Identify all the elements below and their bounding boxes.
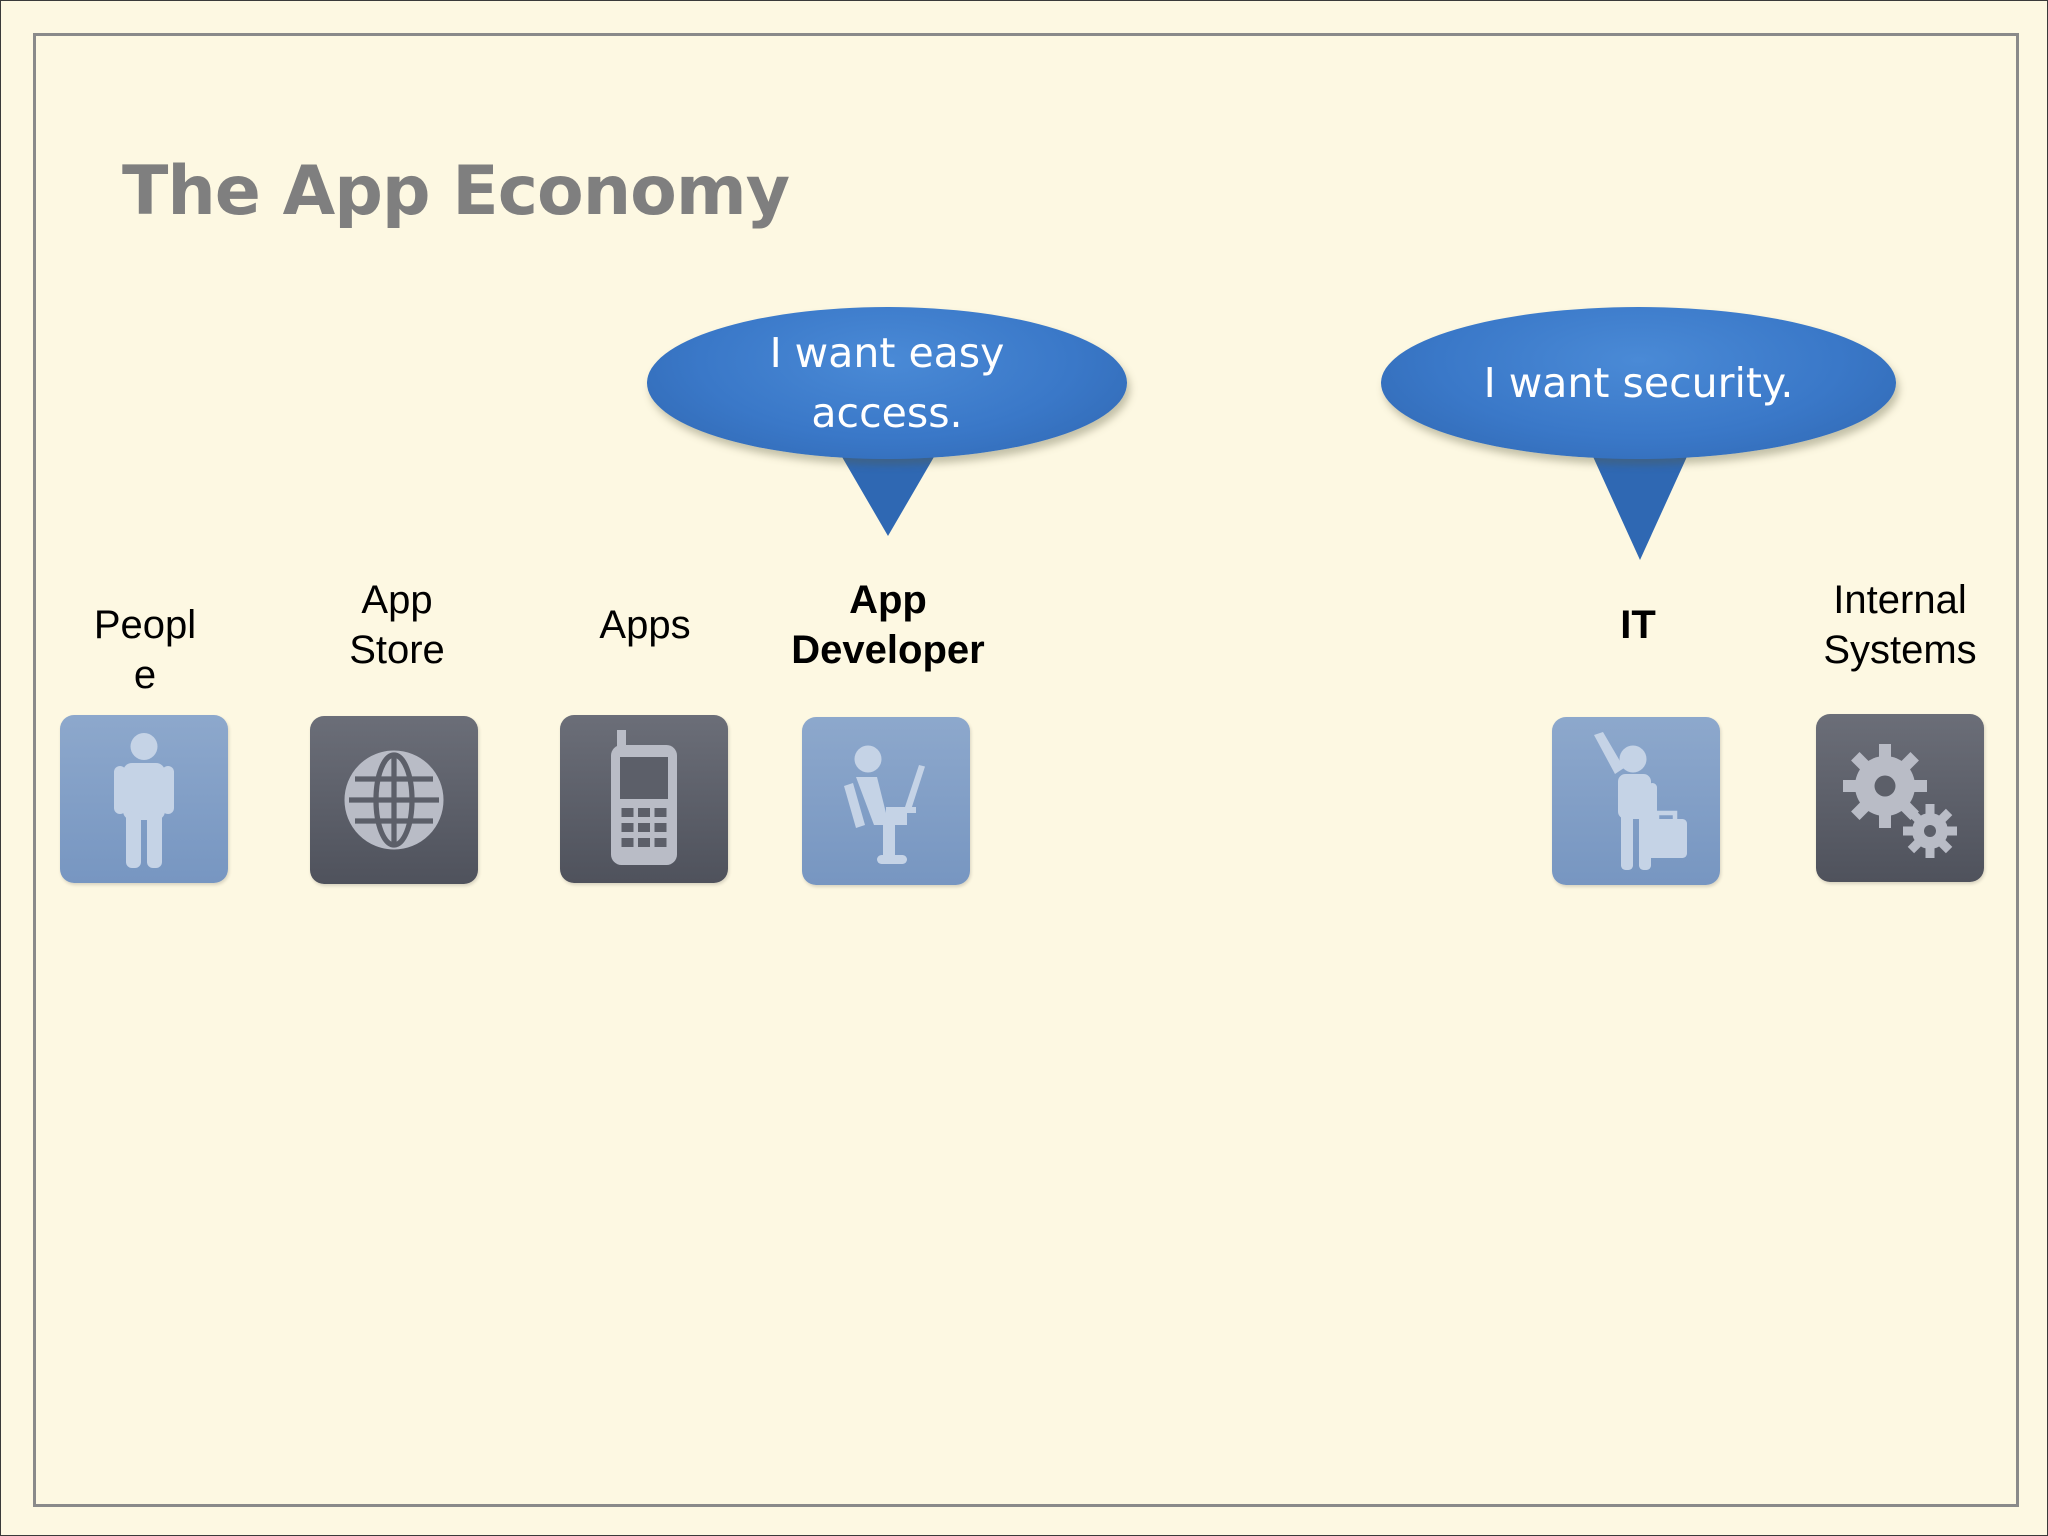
developer-at-laptop-icon: [844, 745, 925, 864]
apps-tile: [560, 715, 728, 883]
internal-systems-tile: [1816, 714, 1984, 882]
speech-bubble-it-text: I want security.: [1483, 359, 1794, 407]
label-app-developer: App Developer: [791, 578, 985, 672]
it-tile: [1552, 717, 1720, 885]
label-people: Peopl e: [93, 603, 197, 697]
label-it: IT: [1620, 603, 1656, 647]
speech-bubble-tail-it: [1590, 450, 1690, 560]
app-store-tile: [310, 716, 478, 884]
speech-bubble-developer: I want easy access.: [647, 307, 1127, 459]
person-icon: [114, 733, 174, 868]
speech-bubble-developer-text: I want easy access.: [769, 329, 1005, 437]
people-tile: [60, 715, 228, 883]
app-developer-tile: [802, 717, 970, 885]
slide-title: The App Economy: [122, 152, 790, 231]
label-internal-systems: Internal Systems: [1823, 578, 1977, 672]
label-app-store: App Store: [349, 578, 445, 672]
speech-bubble-it: I want security.: [1381, 307, 1896, 459]
label-apps: Apps: [599, 603, 691, 647]
it-person-with-briefcase-icon: [1594, 732, 1687, 870]
speech-bubble-tail-developer: [838, 450, 938, 536]
globe-icon: [344, 750, 444, 850]
slide-border: [33, 33, 2019, 1507]
mobile-phone-icon: [611, 730, 677, 865]
gears-icon: [1843, 744, 1957, 858]
